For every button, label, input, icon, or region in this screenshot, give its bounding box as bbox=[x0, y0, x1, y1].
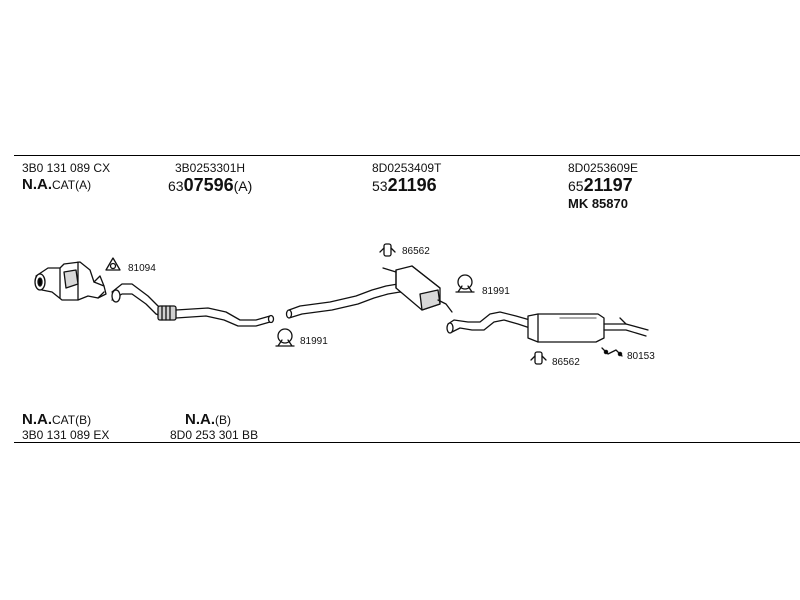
part-prefix: 65 bbox=[568, 178, 584, 194]
clamp-number-81991-left: 81991 bbox=[300, 336, 328, 347]
na-label: N.A. bbox=[22, 176, 52, 193]
na-suffix: (B) bbox=[215, 413, 231, 427]
part-number-middle-silencer: 5321196 bbox=[372, 175, 437, 197]
catalytic-converter-icon bbox=[34, 261, 107, 301]
middle-pipe-icon bbox=[285, 283, 415, 319]
top-divider-line bbox=[14, 155, 800, 156]
mounting-kit-number: MK 85870 bbox=[568, 196, 628, 211]
part-number: 21196 bbox=[387, 175, 437, 195]
hanger-icon-86562-top bbox=[379, 243, 396, 257]
part-prefix: 53 bbox=[372, 178, 388, 194]
middle-silencer-icon bbox=[382, 265, 453, 313]
part-number-rear-silencer: 6521197 bbox=[568, 175, 633, 197]
clamp-icon-81991-left bbox=[275, 328, 295, 347]
clamp-icon-81991-right bbox=[455, 274, 475, 293]
gasket-icon-81094 bbox=[105, 257, 121, 271]
part-prefix: 63 bbox=[168, 178, 184, 194]
part-cat-a: N.A.CAT(A) bbox=[22, 175, 91, 195]
part-number: 07596 bbox=[183, 175, 234, 195]
oe-number-rear-silencer: 8D0253609E bbox=[568, 161, 639, 175]
part-suffix: (A) bbox=[233, 178, 253, 194]
na-suffix: CAT(B) bbox=[52, 413, 92, 427]
part-cat-b: N.A.CAT(B) bbox=[22, 410, 91, 430]
bracket-icon-80153 bbox=[601, 347, 623, 357]
hanger-icon-86562-bottom bbox=[530, 351, 547, 365]
oe-number-cat-a: 3B0 131 089 CX bbox=[22, 161, 111, 175]
front-pipe-icon bbox=[111, 283, 275, 327]
oe-number-front-pipe-b: 8D0 253 301 BB bbox=[170, 428, 259, 442]
bracket-number-80153: 80153 bbox=[627, 351, 655, 362]
oe-number-middle-silencer: 8D0253409T bbox=[372, 161, 442, 175]
part-number: 21197 bbox=[583, 175, 633, 195]
part-front-pipe-b: N.A.(B) bbox=[185, 410, 231, 430]
na-suffix: CAT(A) bbox=[52, 178, 92, 192]
na-label: N.A. bbox=[185, 411, 215, 428]
part-number-front-pipe: 6307596(A) bbox=[168, 175, 252, 197]
hanger-number-86562-bottom: 86562 bbox=[552, 357, 580, 368]
oe-number-front-pipe: 3B0253301H bbox=[175, 161, 246, 175]
na-label: N.A. bbox=[22, 411, 52, 428]
clamp-number-81991-right: 81991 bbox=[482, 286, 510, 297]
bottom-divider-line bbox=[14, 442, 800, 443]
clamp-number-81094: 81094 bbox=[128, 263, 156, 274]
rear-silencer-icon bbox=[446, 311, 649, 343]
oe-number-cat-b: 3B0 131 089 EX bbox=[22, 428, 110, 442]
hanger-number-86562-top: 86562 bbox=[402, 246, 430, 257]
